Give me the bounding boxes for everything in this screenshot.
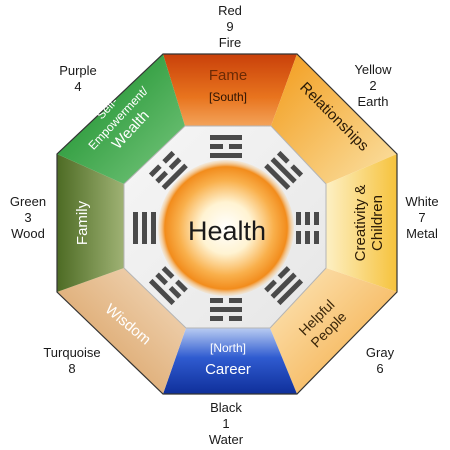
label-bottom-left: Turquoise 8 [34, 345, 110, 377]
label-top-right: Yellow 2 Earth [343, 62, 403, 110]
trigram-top-left [148, 150, 188, 190]
trigram-broken-line [296, 212, 301, 225]
trigram-solid-line [151, 212, 156, 244]
label-bottom-left-number: 8 [68, 361, 76, 376]
trigram-solid-line [210, 135, 242, 140]
label-left-number: 3 [24, 210, 32, 225]
trigram-solid-line [142, 212, 147, 244]
trigram-broken-line [155, 272, 169, 286]
label-north-color: Black [210, 400, 242, 415]
career-subtitle: [North] [210, 341, 246, 355]
trigram-solid-line [161, 163, 188, 190]
trigram-broken-line [162, 150, 176, 164]
trigram-broken-line [305, 212, 310, 225]
label-north-number: 1 [222, 416, 230, 431]
label-top-left-color: Purple [59, 63, 97, 78]
label-north-element: Water [208, 432, 244, 447]
fame-subtitle: [South] [209, 90, 247, 104]
label-left: Green 3 Wood [0, 194, 56, 242]
trigram-top [210, 135, 242, 158]
family-label: Family [74, 200, 91, 245]
trigram-broken-line [276, 150, 290, 164]
label-south-number: 9 [226, 19, 234, 34]
trigram-broken-line [155, 170, 169, 184]
trigram-left [133, 212, 156, 244]
trigram-broken-line [229, 144, 242, 149]
trigram-solid-line [148, 278, 176, 306]
trigram-broken-line [168, 285, 182, 299]
trigram-bottom-left [148, 266, 188, 306]
trigram-bottom-right [264, 266, 304, 306]
trigram-right [296, 212, 319, 244]
creativity-line2: Children [369, 195, 386, 251]
trigram-broken-line [168, 157, 182, 171]
trigram-broken-line [161, 266, 175, 279]
trigram-solid-line [270, 272, 297, 299]
career-title: Career [205, 361, 251, 378]
trigram-solid-line [276, 278, 304, 306]
trigram-broken-line [314, 231, 319, 244]
label-south: Red 9 Fire [200, 3, 260, 51]
octagon-outline [56, 53, 398, 395]
trigram-broken-line [229, 298, 242, 303]
trigram-broken-line [210, 144, 223, 149]
trigram-solid-line [210, 153, 242, 158]
trigram-broken-line [296, 231, 301, 244]
trigram-broken-line [210, 298, 223, 303]
label-south-element: Fire [218, 35, 242, 50]
label-top-left-number: 4 [74, 79, 82, 94]
trigram-bottom [210, 298, 242, 321]
label-bottom-right-color: Gray [365, 345, 395, 360]
trigram-broken-line [305, 231, 310, 244]
trigram-solid-line [133, 212, 138, 244]
label-left-color: Green [9, 194, 47, 209]
label-bottom-right-number: 6 [376, 361, 384, 376]
label-right-element: Metal [406, 226, 438, 241]
sector-family [57, 154, 124, 292]
sector-helpful-people [270, 268, 397, 394]
label-south-color: Red [218, 3, 242, 18]
label-north: Black 1 Water [196, 400, 256, 448]
trigram-broken-line [290, 164, 304, 178]
label-right: White 7 Metal [394, 194, 450, 242]
trigram-solid-line [270, 157, 297, 184]
creativity-line1: Creativity & [352, 185, 369, 262]
label-top-right-element: Earth [357, 94, 389, 109]
label-top-left: Purple 4 [48, 63, 108, 95]
center-label: Health [188, 216, 266, 246]
sector-group [56, 53, 398, 395]
center-glow [158, 160, 294, 296]
trigram-broken-line [148, 164, 162, 178]
sector-career [163, 328, 297, 394]
label-top-right-number: 2 [369, 78, 377, 93]
sector-wealth [57, 54, 185, 184]
trigram-solid-line [264, 163, 291, 190]
trigram-broken-line [314, 212, 319, 225]
trigram-broken-line [210, 316, 223, 321]
sector-relationships [271, 54, 397, 184]
trigram-broken-line [175, 279, 188, 293]
sector-wisdom [57, 268, 186, 394]
label-bottom-left-color: Turquoise [43, 345, 101, 360]
fame-title: Fame [209, 67, 247, 84]
label-right-number: 7 [418, 210, 426, 225]
trigram-solid-line [210, 307, 242, 312]
label-top-right-color: Yellow [354, 62, 392, 77]
label-left-element: Wood [11, 226, 45, 241]
label-right-color: White [405, 194, 439, 209]
sector-creativity [326, 154, 397, 292]
trigram-broken-line [277, 266, 291, 279]
label-bottom-right: Gray 6 [352, 345, 408, 377]
trigram-layer [133, 135, 319, 321]
trigram-top-right [264, 150, 304, 190]
trigram-broken-line [229, 316, 242, 321]
trigram-broken-line [264, 279, 277, 293]
sector-fame [163, 54, 297, 126]
